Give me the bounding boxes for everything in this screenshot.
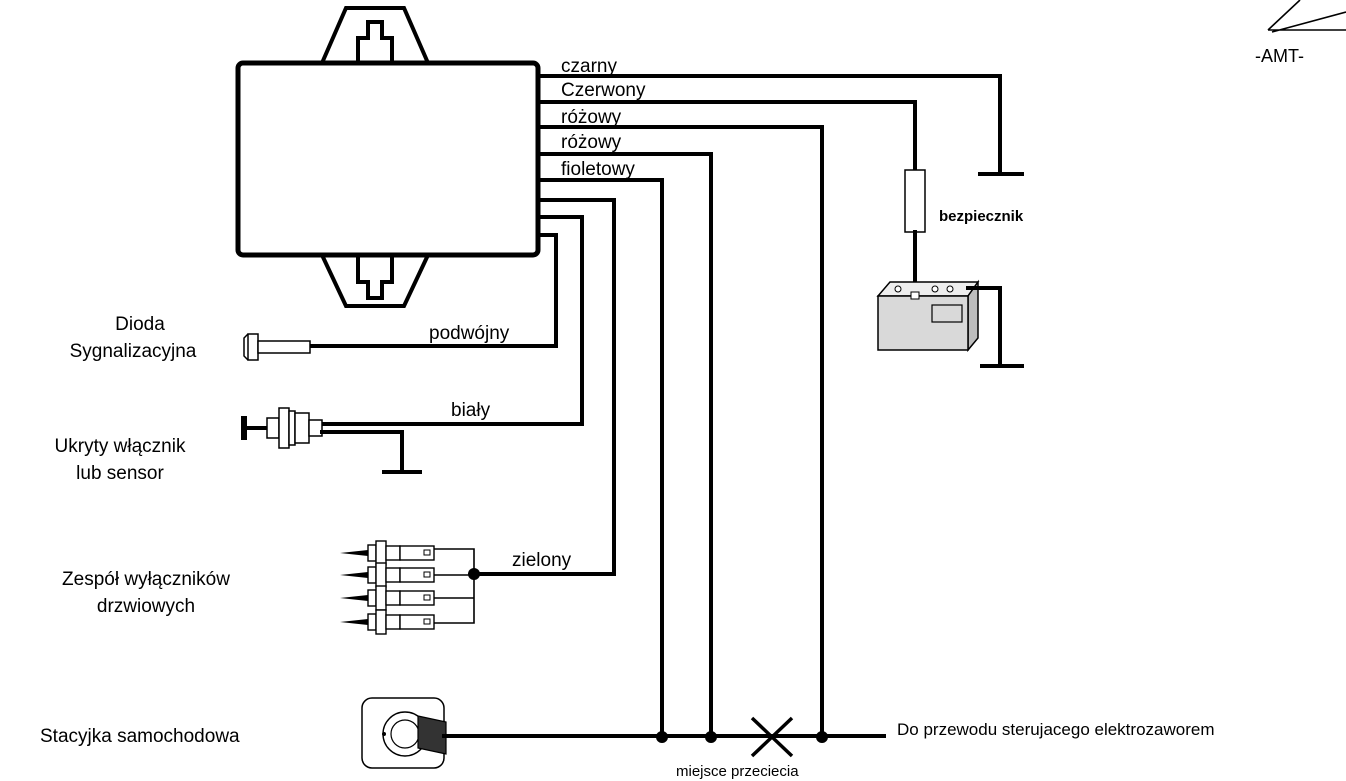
control-unit-box <box>235 60 541 258</box>
wire-green <box>472 198 616 576</box>
battery-icon <box>876 279 1024 368</box>
label-green-wire: zielony <box>512 550 572 571</box>
label-switch-2: lub sensor <box>76 463 164 484</box>
label-pink-wire-2: różowy <box>561 132 622 153</box>
label-led-2: Sygnalizacyjna <box>70 341 197 362</box>
wire-black <box>536 74 1024 176</box>
label-violet-wire: fioletowy <box>561 159 635 180</box>
alarm-control-unit <box>235 6 541 308</box>
wire-pink-1 <box>536 125 824 738</box>
wire-double <box>308 233 558 348</box>
door-switch-2 <box>340 562 435 588</box>
door-switch-1 <box>340 540 435 566</box>
cut-mark-icon <box>750 716 794 758</box>
ignition-icon <box>361 697 447 769</box>
label-output: Do przewodu sterujacego elektrozaworem <box>897 720 1215 739</box>
label-red-wire: Czerwony <box>561 80 646 101</box>
led-icon <box>243 333 311 361</box>
label-door-1: Zespół wyłączników <box>62 569 230 590</box>
door-switch-3 <box>340 585 435 611</box>
amt-logo: -AMT- <box>1255 0 1346 66</box>
hidden-switch-icon <box>241 407 422 474</box>
junction-dot-violet <box>656 731 668 743</box>
label-cut-point: miejsce przeciecia <box>676 763 799 780</box>
wire-pink-2 <box>536 152 713 738</box>
door-junction-dot <box>468 568 480 580</box>
label-door-2: drzwiowych <box>97 596 195 617</box>
wire-white <box>320 215 584 426</box>
wire-red <box>536 100 926 294</box>
door-switch-4 <box>340 609 435 635</box>
label-fuse: bezpiecznik <box>939 208 1024 225</box>
label-pink-wire-1: różowy <box>561 107 622 128</box>
label-ignition: Stacyjka samochodowa <box>40 726 240 747</box>
label-double-wire: podwójny <box>429 323 510 344</box>
door-switches <box>340 540 480 635</box>
wire-violet <box>536 178 664 738</box>
junction-dot-pink-2 <box>705 731 717 743</box>
logo-text: -AMT- <box>1255 46 1304 66</box>
label-switch-1: Ukryty włącznik <box>55 436 186 457</box>
label-white-wire: biały <box>451 400 491 421</box>
fuse-symbol <box>904 169 926 233</box>
label-black-wire: czarny <box>561 56 617 77</box>
junction-dot-pink-1 <box>816 731 828 743</box>
label-led-1: Dioda <box>115 314 165 335</box>
